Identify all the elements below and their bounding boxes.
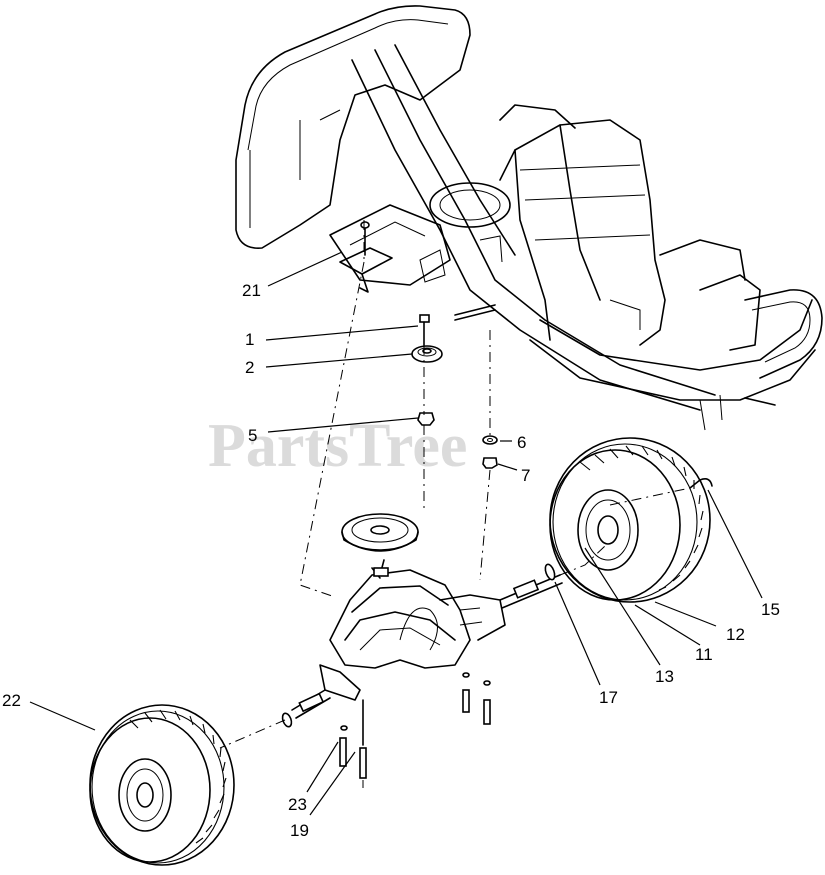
callout-1: 1 bbox=[245, 330, 254, 349]
left-axle bbox=[291, 689, 331, 719]
nut-part-7 bbox=[482, 457, 498, 469]
callout-6: 6 bbox=[517, 433, 526, 452]
retaining-ring-left bbox=[281, 712, 293, 728]
mounting-bracket-part-21 bbox=[339, 221, 393, 293]
callout-15: 15 bbox=[761, 600, 780, 619]
callout-5: 5 bbox=[248, 426, 257, 445]
callout-2: 2 bbox=[245, 358, 254, 377]
retaining-ring-part-17 bbox=[544, 563, 556, 581]
idler-pulley-part-2 bbox=[411, 345, 443, 363]
callout-13: 13 bbox=[655, 667, 674, 686]
callout-17: 17 bbox=[599, 688, 618, 707]
valve-clip-part-15 bbox=[689, 478, 713, 489]
callout-labels: 21 1 2 5 6 7 15 12 11 13 17 22 23 19 bbox=[2, 281, 780, 840]
callout-21: 21 bbox=[242, 281, 261, 300]
callout-11: 11 bbox=[695, 645, 713, 664]
bolt-part-1 bbox=[419, 314, 430, 346]
leader-lines bbox=[29, 251, 763, 816]
callout-22: 22 bbox=[2, 691, 21, 710]
right-wheel-rim bbox=[577, 489, 639, 571]
nut-part-5 bbox=[417, 412, 435, 426]
callout-12: 12 bbox=[726, 625, 745, 644]
callout-19: 19 bbox=[290, 821, 309, 840]
left-wheel-rim bbox=[118, 758, 172, 832]
mounting-bolts bbox=[339, 672, 491, 779]
callout-7: 7 bbox=[521, 466, 530, 485]
callout-23: 23 bbox=[288, 795, 307, 814]
alignment-lines bbox=[219, 220, 691, 788]
transaxle-housing bbox=[319, 559, 506, 701]
washer-part-6 bbox=[482, 435, 498, 445]
transaxle-pulley bbox=[341, 513, 419, 552]
mower-frame bbox=[235, 5, 823, 431]
